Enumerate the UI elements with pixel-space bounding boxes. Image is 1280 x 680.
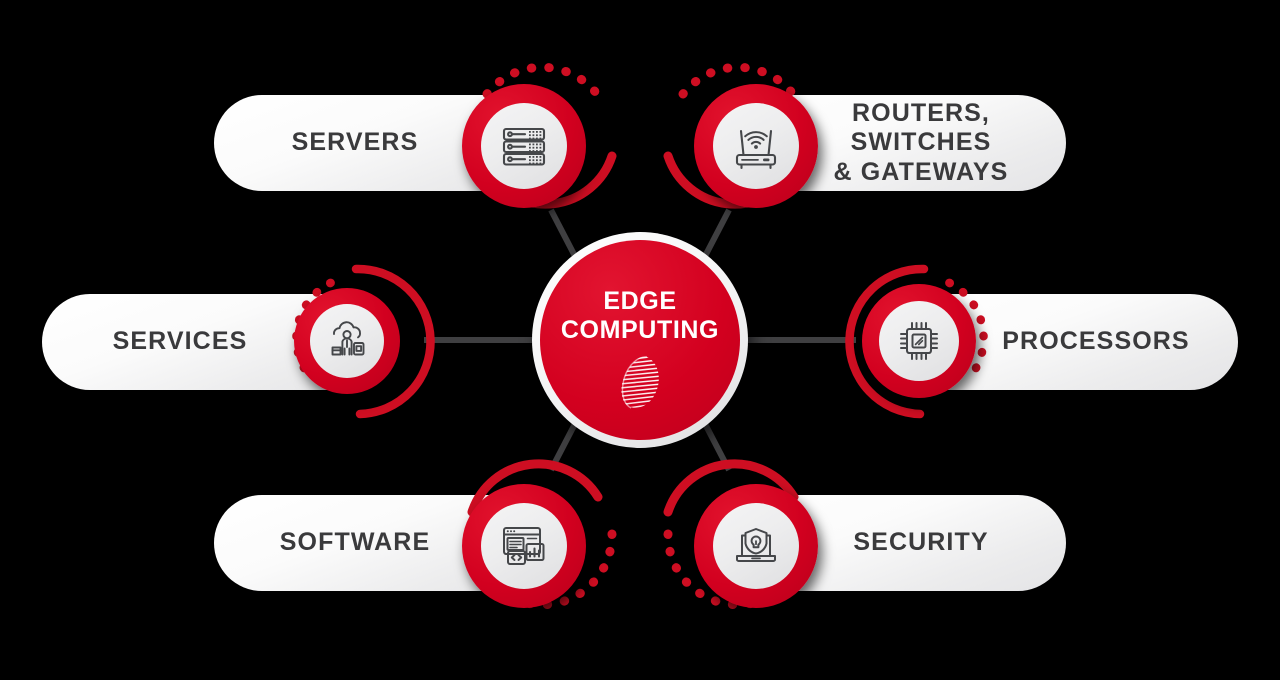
node-badge-software[interactable] (462, 484, 586, 608)
node-label-processors: PROCESSORS (1002, 327, 1190, 356)
server-rack-icon (496, 118, 552, 174)
badge-inner (481, 103, 567, 189)
node-label-routers: ROUTERS, SWITCHES & GATEWAYS (833, 98, 1009, 186)
laptop-shield-lock-icon (728, 518, 784, 574)
node-badge-security[interactable] (694, 484, 818, 608)
center-hub-edge-computing[interactable]: EDGE COMPUTING (532, 232, 748, 448)
node-badge-services[interactable] (294, 288, 400, 394)
node-label-security: SECURITY (853, 528, 989, 557)
badge-inner (481, 503, 567, 589)
brand-swirl-mark (617, 354, 663, 415)
node-badge-routers[interactable] (694, 84, 818, 208)
node-badge-processors[interactable] (862, 284, 976, 398)
badge-inner (713, 503, 799, 589)
node-label-services: SERVICES (112, 327, 248, 356)
node-badge-servers[interactable] (462, 84, 586, 208)
code-window-chart-icon (496, 518, 552, 574)
node-label-servers: SERVERS (291, 128, 419, 157)
cloud-services-person-icon (322, 316, 372, 366)
badge-inner (879, 301, 959, 381)
cpu-chip-icon (892, 314, 946, 368)
hub-disc: EDGE COMPUTING (540, 240, 740, 440)
badge-inner (713, 103, 799, 189)
badge-inner (310, 304, 384, 378)
wifi-router-icon (727, 117, 785, 175)
node-label-software: SOFTWARE (279, 528, 431, 557)
hub-label: EDGE COMPUTING (560, 287, 720, 344)
